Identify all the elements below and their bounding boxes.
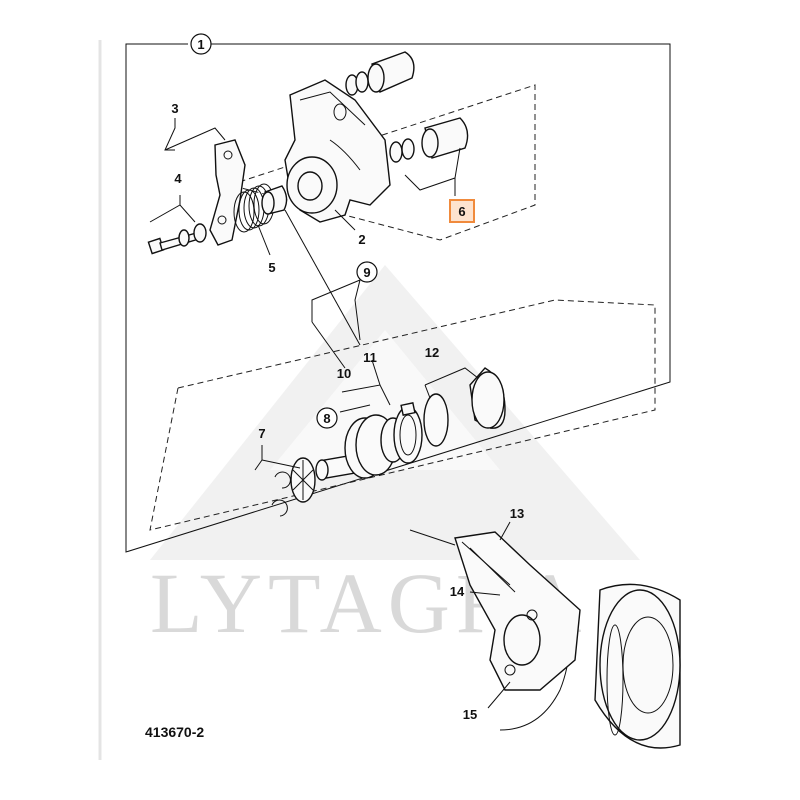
callout-8[interactable]: 8	[316, 407, 338, 429]
subassembly-outline-upper	[228, 84, 536, 241]
callout-1[interactable]: 1	[190, 33, 212, 55]
svg-text:6: 6	[458, 204, 465, 219]
housing-part	[284, 79, 391, 223]
callout-12[interactable]: 12	[425, 345, 439, 360]
brake-disc	[423, 393, 449, 447]
star-washer	[290, 457, 316, 503]
small-bushing	[261, 185, 288, 215]
svg-text:8: 8	[323, 411, 330, 426]
callout-3[interactable]: 3	[171, 101, 178, 116]
callout-2[interactable]: 2	[358, 232, 365, 247]
callout-7[interactable]: 7	[258, 426, 265, 441]
leader-lines	[149, 118, 479, 471]
brake-pad	[469, 367, 506, 429]
svg-text:2: 2	[358, 232, 365, 247]
svg-text:15: 15	[463, 707, 477, 722]
callout-6-highlighted[interactable]: 6	[449, 199, 475, 223]
svg-text:9: 9	[363, 265, 370, 280]
callout-14[interactable]: 14	[450, 584, 465, 599]
callout-15[interactable]: 15	[463, 707, 477, 722]
callout-13[interactable]: 13	[510, 506, 524, 521]
upper-bushing-set	[345, 51, 415, 96]
svg-text:3: 3	[171, 101, 178, 116]
svg-text:5: 5	[268, 260, 275, 275]
callout-4[interactable]: 4	[174, 171, 182, 186]
wheel-detail-inset	[409, 529, 681, 749]
svg-text:7: 7	[258, 426, 265, 441]
svg-text:13: 13	[510, 506, 524, 521]
callout-11[interactable]: 11	[363, 350, 377, 365]
lever-part	[209, 139, 246, 246]
svg-text:12: 12	[425, 345, 439, 360]
svg-text:10: 10	[337, 366, 351, 381]
svg-text:1: 1	[197, 37, 204, 52]
lower-bushing-set	[389, 117, 469, 163]
subassembly-outline-lower	[149, 299, 656, 531]
circlips	[271, 471, 291, 517]
piston-ring	[393, 402, 423, 464]
svg-text:14: 14	[450, 584, 465, 599]
drawing-number: 413670-2	[145, 724, 204, 740]
inset-leaders	[469, 521, 511, 709]
bolt-and-washers	[147, 223, 207, 255]
callout-highlight-box	[449, 199, 475, 223]
svg-text:11: 11	[363, 350, 377, 365]
callout-10[interactable]: 10	[337, 366, 351, 381]
callout-9[interactable]: 9	[356, 261, 378, 283]
svg-text:4: 4	[174, 171, 182, 186]
callout-5[interactable]: 5	[268, 260, 275, 275]
assembly-frame	[125, 43, 671, 553]
